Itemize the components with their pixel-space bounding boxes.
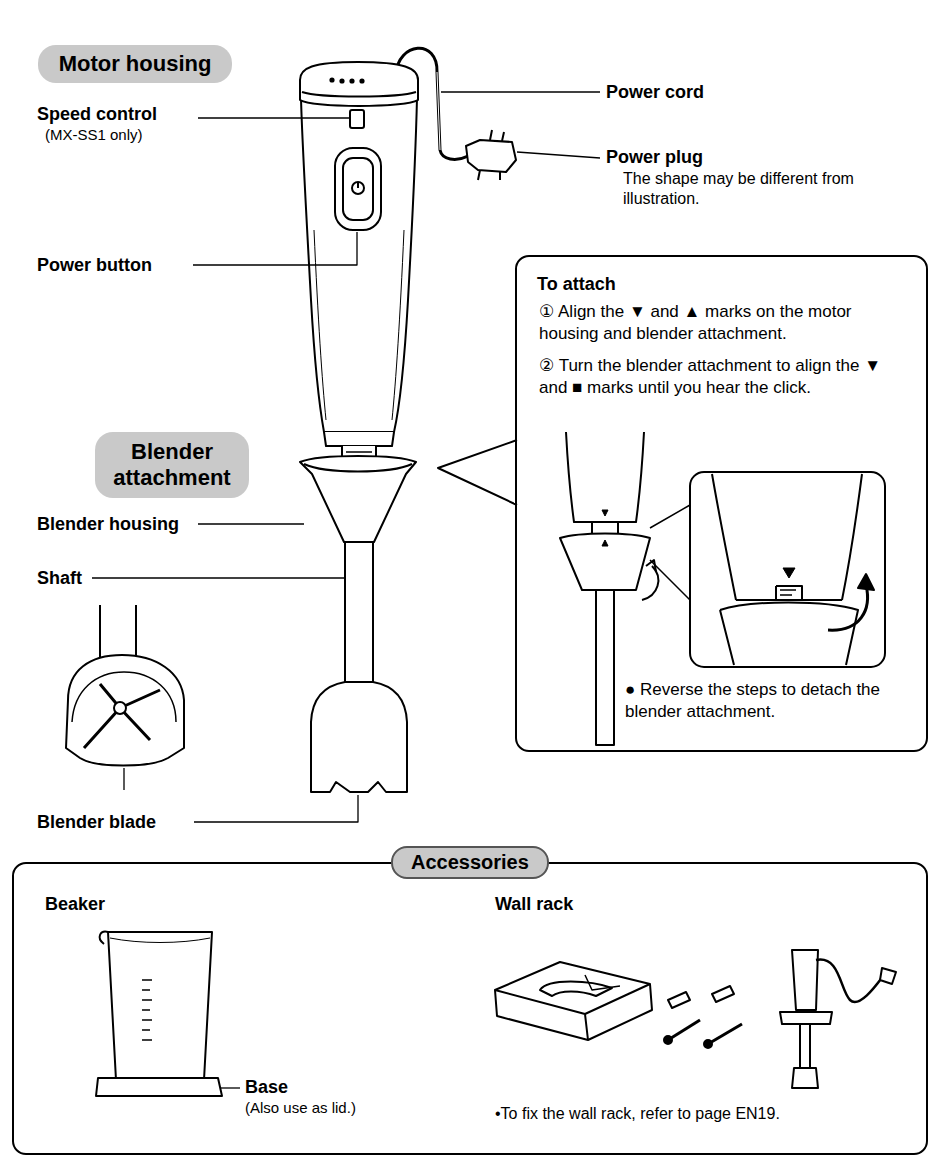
blade-detail xyxy=(66,605,184,766)
part-label: Blender housing xyxy=(37,513,179,536)
part-label: Speed control xyxy=(37,103,157,126)
cord-highlight xyxy=(437,72,440,150)
blender-attachment-drawing xyxy=(300,456,416,792)
screws xyxy=(664,986,742,1048)
part-label: Power button xyxy=(37,254,152,277)
note-text: (MX-SS1 only) xyxy=(45,126,143,145)
part-label: Wall rack xyxy=(495,893,573,916)
part-label: Power cord xyxy=(606,81,704,104)
part-label: Base xyxy=(245,1076,288,1099)
mounted-blender xyxy=(780,950,896,1088)
heading-text: Blender attachment xyxy=(95,439,249,492)
power-plug xyxy=(466,130,516,180)
note-text: (Also use as lid.) xyxy=(245,1099,356,1118)
part-label: Power plug xyxy=(606,146,703,169)
motor-housing-drawing xyxy=(300,62,418,470)
magnified-view xyxy=(650,472,885,667)
heading-text: Motor housing xyxy=(53,51,218,77)
section-heading: Motor housing xyxy=(38,45,232,83)
beaker xyxy=(96,932,222,1096)
wall-rack xyxy=(495,962,652,1040)
instruction-step: ● Reverse the steps to detach the blende… xyxy=(625,679,917,723)
part-label: Beaker xyxy=(45,893,105,916)
instruction-step: ① Align the ▼ and ▲ marks on the motor h… xyxy=(539,301,914,345)
accessories-panel: Accessories xyxy=(12,862,928,1155)
part-label: Blender blade xyxy=(37,811,156,834)
panel-title: To attach xyxy=(537,273,737,296)
part-label: Shaft xyxy=(37,567,82,590)
note-text: •To fix the wall rack, refer to page EN1… xyxy=(495,1104,915,1124)
callout-pointer xyxy=(438,440,517,505)
instruction-step: ② Turn the blender attachment to align t… xyxy=(539,355,914,399)
leader-lines xyxy=(92,92,600,1088)
instruction-panel: To attach ① Align the ▼ and ▲ marks on th… xyxy=(515,255,928,752)
section-heading: Blender attachment xyxy=(95,432,249,498)
panel-heading: Accessories xyxy=(391,846,549,879)
note-text: The shape may be different from illustra… xyxy=(623,169,883,209)
